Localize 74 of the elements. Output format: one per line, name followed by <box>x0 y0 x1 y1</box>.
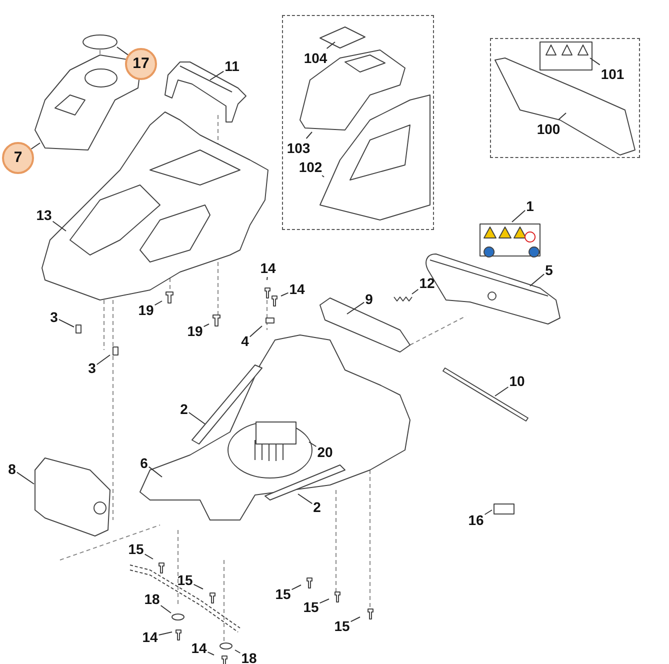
leader-line <box>322 175 324 178</box>
leader-line <box>298 494 313 504</box>
leader-line <box>193 584 204 590</box>
leader-line <box>203 324 210 328</box>
leader-line <box>346 302 365 314</box>
leader-line <box>249 326 262 338</box>
callout-number: 15 <box>275 586 291 602</box>
leader-line <box>188 412 206 424</box>
leader-line <box>308 442 317 447</box>
dashed-frame <box>282 15 434 230</box>
callout-number: 13 <box>36 207 52 223</box>
callout-number: 3 <box>88 360 96 376</box>
leader-line <box>116 46 128 56</box>
leader-line <box>484 510 492 515</box>
dashed-frame <box>490 38 640 158</box>
callout-number: 14 <box>142 629 158 645</box>
callout-number: 14 <box>260 260 276 276</box>
callout-number: 20 <box>317 444 333 460</box>
callout-number: 19 <box>138 302 154 318</box>
leader-line <box>148 466 162 478</box>
leader-line <box>234 650 241 654</box>
callout-number: 11 <box>224 58 240 74</box>
leader-line <box>512 210 526 222</box>
callout-number: 5 <box>545 262 553 278</box>
leader-line <box>58 318 74 328</box>
leader-line <box>412 288 419 294</box>
callout-number: 14 <box>191 640 207 656</box>
callout-number: 8 <box>8 461 16 477</box>
leader-line <box>160 605 172 614</box>
callout-number: 3 <box>50 309 58 325</box>
highlighted-callout: 7 <box>2 142 34 174</box>
callout-number: 4 <box>241 333 249 349</box>
callout-number: 2 <box>180 401 188 417</box>
callout-number: 16 <box>468 512 484 528</box>
callout-number: 100 <box>536 120 560 136</box>
leader-line <box>590 58 600 66</box>
leader-line <box>306 132 312 139</box>
leader-line <box>291 584 302 590</box>
callout-number: 6 <box>140 455 148 471</box>
leader-line <box>207 652 214 656</box>
leader-line <box>350 616 360 622</box>
leader-line <box>154 300 162 306</box>
leader-line <box>30 142 40 150</box>
callout-number: 103 <box>286 140 310 156</box>
callout-number: 15 <box>334 618 350 634</box>
callout-number: 15 <box>177 572 193 588</box>
callout-number: 14 <box>289 281 305 297</box>
leader-line <box>52 220 66 232</box>
highlighted-callout: 17 <box>125 48 157 80</box>
leader-line <box>319 598 330 604</box>
leader-line <box>280 292 289 296</box>
leader-line <box>16 472 34 484</box>
callout-number: 12 <box>419 275 435 291</box>
leader-line <box>558 112 566 120</box>
leader-line <box>530 274 545 286</box>
callout-number: 18 <box>241 650 257 664</box>
callout-number: 15 <box>303 599 319 615</box>
leader-line <box>210 70 224 80</box>
leader-line <box>158 632 172 636</box>
leader-line <box>326 42 336 49</box>
callout-number: 15 <box>128 541 144 557</box>
callout-number: 19 <box>187 323 203 339</box>
callout-number: 1 <box>526 198 534 214</box>
callout-number: 2 <box>313 499 321 515</box>
callout-number: 9 <box>365 291 373 307</box>
callout-number: 102 <box>298 158 322 174</box>
callout-number: 18 <box>144 591 160 607</box>
callout-number: 101 <box>600 66 624 82</box>
callout-number: 104 <box>304 50 328 66</box>
leader-line <box>266 276 268 280</box>
leader-line <box>494 386 509 396</box>
callout-number: 10 <box>509 373 525 389</box>
leader-line <box>144 554 154 560</box>
leader-line <box>96 354 110 365</box>
